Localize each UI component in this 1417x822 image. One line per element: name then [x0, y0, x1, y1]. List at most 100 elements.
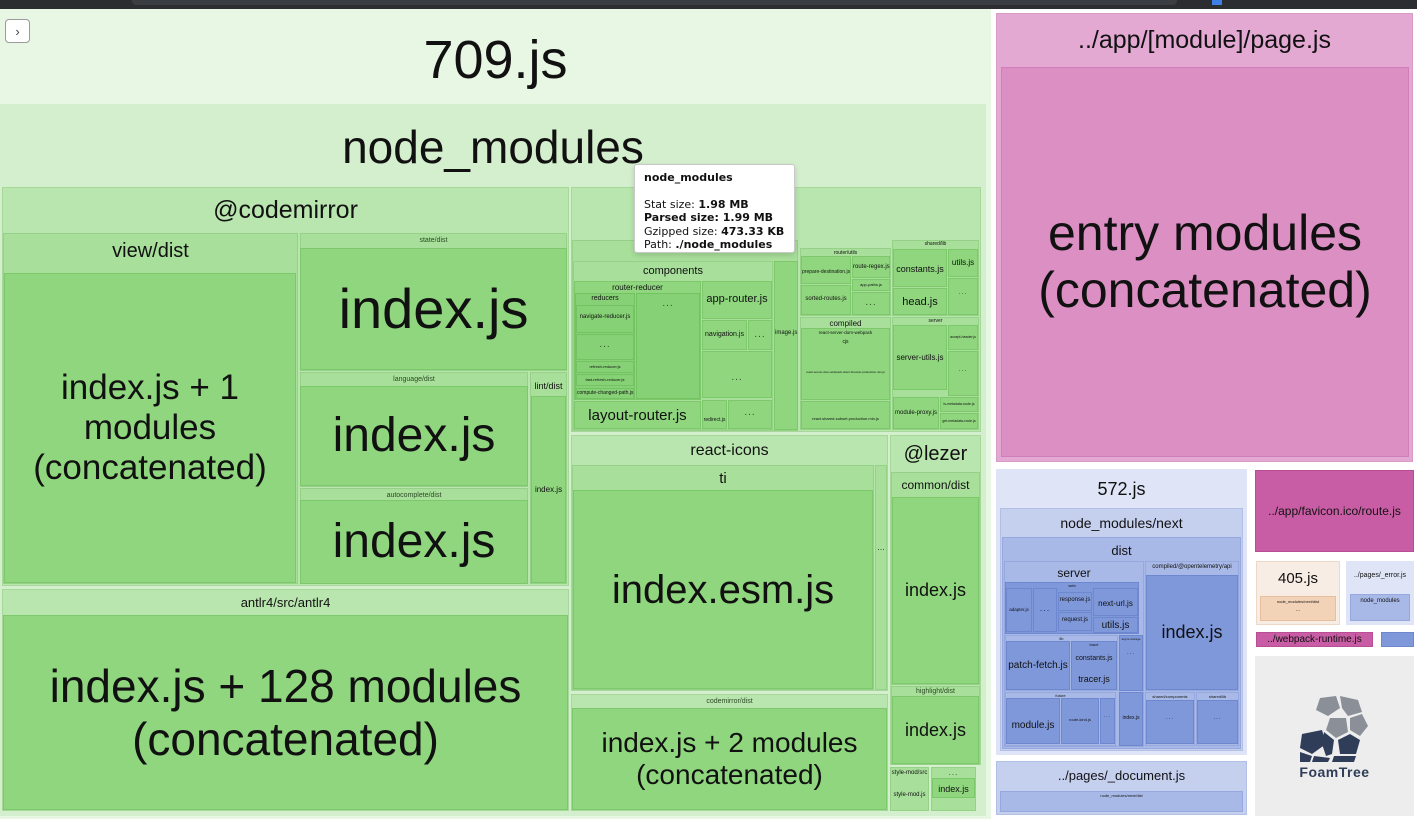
highlight-dist-file[interactable]: index.js [892, 696, 979, 764]
common-dist-file[interactable]: index.js [892, 497, 979, 684]
bundle-709-title: 709.js [423, 30, 568, 90]
web-misc[interactable]: ... [1033, 588, 1057, 632]
view-dist-file[interactable]: index.js + 1 modules (concatenated) [4, 273, 296, 583]
utils-572-file[interactable]: utils.js [1093, 617, 1138, 633]
autocomplete-dist-file[interactable]: index.js [300, 500, 528, 584]
navigation-file[interactable]: navigation.js [702, 320, 747, 350]
ti-file[interactable]: index.esm.js [573, 490, 873, 689]
bundle-405-inner[interactable]: node_modules/next/dist ... [1260, 596, 1336, 621]
shared-lib-misc[interactable]: ... [948, 278, 978, 315]
components-misc-2[interactable]: ... [702, 351, 772, 398]
bundle-572-title: 572.js [1097, 479, 1146, 499]
lint-dist-file[interactable]: index.js [531, 396, 566, 583]
server-utils-file[interactable]: server-utils.js [893, 325, 947, 390]
webpack-runtime-title: ../webpack-runtime.js [1267, 634, 1362, 645]
is-metadata-route-file[interactable]: is-metadata-route.js [940, 397, 978, 412]
tooltip-path-row: Path: ./node_modules [644, 238, 773, 251]
reducers-title: reducers [591, 295, 619, 302]
sorted-routes-file[interactable]: sorted-routes.js [801, 285, 851, 315]
utils-file[interactable]: utils.js [948, 249, 978, 277]
pages-document-inner[interactable]: node_modules/next/dist [1000, 791, 1243, 812]
lezer-title: @lezer [903, 443, 968, 465]
ti-title: ti [719, 470, 727, 487]
navigate-reducer-file[interactable]: navigate-reducer.js [576, 305, 634, 333]
antlr-file[interactable]: index.js + 128 modules (concatenated) [3, 615, 568, 810]
reducer-misc-1[interactable]: ... [576, 334, 634, 360]
route-regex-file[interactable]: route-regex.js [852, 256, 890, 278]
favicon-route-bundle[interactable]: ../app/favicon.ico/route.js [1255, 470, 1414, 552]
helpers-group[interactable]: index.js [1119, 692, 1143, 746]
tooltip-parsed-row: Parsed size: 1.99 MB [644, 211, 774, 224]
entry-modules[interactable]: entry modules (concatenated) [1001, 67, 1409, 457]
constants-file[interactable]: constants.js [893, 249, 947, 287]
bundle-405-title: 405.js [1277, 570, 1319, 587]
server-misc[interactable]: ... [948, 351, 978, 396]
pages-error-inner[interactable]: node_modules [1350, 594, 1410, 621]
page-bundle-title: ../app/[module]/page.js [1078, 26, 1331, 54]
patch-fetch-file[interactable]: patch-fetch.js [1006, 641, 1070, 690]
router-reducer-misc[interactable]: ... [636, 293, 700, 399]
router-utils-misc[interactable]: ... [852, 292, 890, 315]
sidebar-toggle-button[interactable]: › [5, 19, 30, 43]
state-dist-title: state/dist [419, 237, 448, 244]
layout-router-file[interactable]: layout-router.js [574, 401, 701, 429]
image-file[interactable]: image.js [774, 261, 798, 430]
small-runtime-chunk[interactable] [1381, 632, 1414, 647]
components-misc[interactable]: ... [748, 320, 772, 350]
tooltip-stat-row: Stat size: 1.98 MB [644, 197, 749, 211]
async-storage-group[interactable]: async-storage ... [1119, 635, 1143, 691]
state-dist-file[interactable]: index.js [300, 248, 567, 370]
otel-file[interactable]: index.js [1146, 575, 1238, 690]
pages-document-title: ../pages/_document.js [1057, 768, 1186, 783]
address-bar[interactable] [132, 0, 1177, 5]
get-metadata-route-file[interactable]: get-metadata-route.js [940, 413, 978, 429]
react-icons-misc[interactable]: ... [875, 465, 887, 690]
trace-group[interactable]: trace constants.js tracer.js [1071, 641, 1117, 690]
autocomplete-dist-title: autocomplete/dist [386, 492, 442, 499]
module-file[interactable]: module.js [1006, 698, 1060, 744]
request-file[interactable]: request.js [1058, 612, 1092, 631]
compute-changed-path-file[interactable]: compute-changed-path.js [576, 388, 634, 399]
accept-header-file[interactable]: accept-header.js [948, 325, 978, 350]
style-mod-group[interactable]: style-mod/src style-mod.js [890, 767, 929, 811]
refresh-reducer-file[interactable]: refresh-reducer.js [576, 361, 634, 373]
webpack-runtime-bundle[interactable]: ../webpack-runtime.js [1256, 632, 1373, 647]
react-icons-title: react-icons [690, 442, 769, 459]
lint-dist-title: lint/dist [534, 381, 563, 391]
head-file[interactable]: head.js [893, 288, 947, 315]
tooltip-title: node_modules [644, 171, 733, 184]
codemirror-dist-file[interactable]: index.js + 2 modules (concatenated) [572, 708, 887, 810]
redirect-file[interactable]: redirect.js [702, 400, 727, 429]
favicon-route-title: ../app/favicon.ico/route.js [1268, 504, 1401, 518]
browser-top-bar [0, 0, 1417, 9]
foamtree-panel[interactable]: FoamTree [1255, 656, 1414, 816]
app-paths-file[interactable]: app-paths.js [852, 279, 890, 291]
antlr-title: antlr4/src/antlr4 [240, 595, 331, 610]
react-shared-subset-file[interactable]: react.shared-subset.production.min.js [801, 401, 890, 429]
future-misc[interactable]: ... [1100, 698, 1115, 744]
next-url-file[interactable]: next-url.js [1093, 588, 1138, 616]
tab-indicator [1212, 0, 1222, 5]
pages-error-title: ../pages/_error.js [1353, 572, 1407, 579]
router-reducer-title: router-reducer [612, 283, 663, 292]
fast-refresh-reducer-file[interactable]: fast-refresh-reducer.js [576, 374, 634, 386]
route-kind-file[interactable]: route-kind.js [1061, 698, 1099, 744]
codemirror-title: @codemirror [213, 196, 358, 224]
react-server-dom-webpack-group[interactable]: react-server-dom-webpack cjs react-serve… [801, 328, 890, 400]
tooltip-gzipped-row: Gzipped size: 473.33 KB [644, 224, 785, 238]
size-tooltip: node_modules Stat size: 1.98 MB Parsed s… [634, 164, 795, 253]
view-dist-title: view/dist [112, 240, 189, 262]
adapter-file[interactable]: adapter.js [1006, 588, 1032, 632]
prepare-destination-file[interactable]: prepare-destination.js [801, 256, 851, 284]
response-file[interactable]: response.js [1058, 592, 1092, 611]
components-title: components [643, 265, 703, 277]
lezer-small-file[interactable]: index.js [932, 778, 975, 798]
components-misc-3[interactable]: ... [728, 400, 772, 429]
shared-lib-572-misc[interactable]: ... [1197, 700, 1238, 744]
shared-components-misc[interactable]: ... [1146, 700, 1194, 744]
module-proxy-file[interactable]: module-proxy.js [893, 397, 939, 429]
app-router-file[interactable]: app-router.js [702, 281, 772, 319]
codemirror-dist-title: codemirror/dist [706, 698, 753, 705]
language-dist-file[interactable]: index.js [300, 386, 528, 486]
foamtree-logo-icon [1300, 696, 1368, 762]
